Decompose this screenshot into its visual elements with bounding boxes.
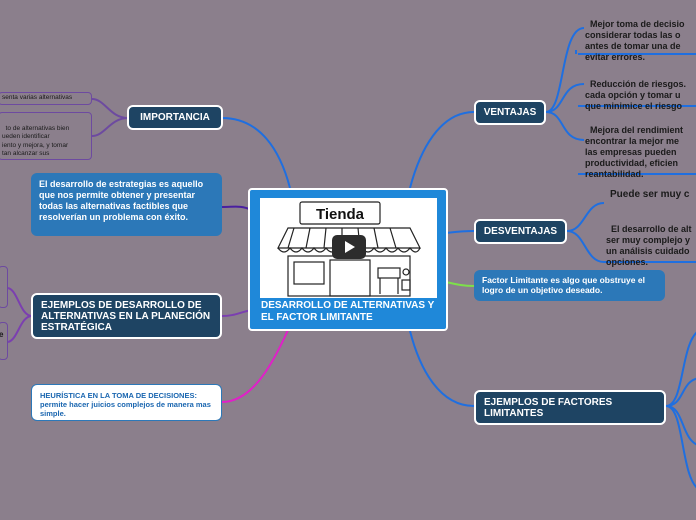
topic-ventajas-label: VENTAJAS [483,107,537,118]
topic-ventajas[interactable]: VENTAJAS [474,100,546,125]
importancia-child-1[interactable]: senta varias alternativas [0,92,92,105]
topic-ejemplos-desarrollo-label: EJEMPLOS DE DESARROLLO DE ALTERNATIVAS E… [41,299,211,333]
factor-limitante-text: Factor Limitante es algo que obstruye el… [482,275,645,295]
ejemplos-desarrollo-child-2[interactable]: e [0,322,8,360]
topic-importancia-label: IMPORTANCIA [140,112,210,123]
importancia-child-1-text: senta varias alternativas [2,94,73,101]
topic-ejemplos-factores[interactable]: EJEMPLOS DE FACTORES LIMITANTES [474,390,666,425]
desventaja-detail-text: El desarrollo de alt ser muy complejo y … [606,224,692,267]
ventaja-item-3-text: Mejora del rendimient encontrar la mejor… [585,125,684,179]
importancia-child-2-text: to de alternativas bien ueden identifica… [2,124,70,158]
play-icon[interactable] [332,235,366,259]
desventaja-detail[interactable]: El desarrollo de alt ser muy complejo y … [606,213,696,268]
topic-ejemplos-factores-label: EJEMPLOS DE FACTORES LIMITANTES [484,396,613,419]
ventaja-item-1[interactable]: Mejor toma de decisio considerar todas l… [585,8,696,63]
desventaja-heading[interactable]: Puede ser muy c [610,189,696,200]
ventaja-item-2-text: Reducción de riesgos. cada opción y toma… [585,79,687,111]
heuristica-node[interactable]: HEURÍSTICA EN LA TOMA DE DECISIONES: per… [31,384,222,421]
definition-node[interactable]: El desarrollo de estrategias es aquello … [31,173,222,236]
heuristica-text: HEURÍSTICA EN LA TOMA DE DECISIONES: per… [40,391,211,418]
ejemplos-desarrollo-child-2-text: e [0,330,3,339]
importancia-child-2[interactable]: to de alternativas bien ueden identifica… [0,112,92,160]
ejemplos-desarrollo-child-1[interactable] [0,266,8,308]
definition-text: El desarrollo de estrategias es aquello … [39,179,204,222]
topic-ejemplos-desarrollo[interactable]: EJEMPLOS DE DESARROLLO DE ALTERNATIVAS E… [31,293,222,339]
central-topic[interactable]: Tienda DESARROLLO DE ALTERNATIVAS Y EL F… [248,188,448,331]
topic-desventajas[interactable]: DESVENTAJAS [474,219,567,244]
store-sign-text: Tienda [316,206,365,223]
topic-desventajas-label: DESVENTAJAS [483,226,558,237]
ventaja-item-3[interactable]: Mejora del rendimient encontrar la mejor… [585,114,696,180]
ventaja-item-2[interactable]: Reducción de riesgos. cada opción y toma… [585,68,696,112]
topic-importancia[interactable]: IMPORTANCIA [127,105,223,130]
ventaja-item-1-text: Mejor toma de decisio considerar todas l… [585,19,685,62]
store-video-thumbnail[interactable]: Tienda [260,198,437,298]
factor-limitante-node[interactable]: Factor Limitante es algo que obstruye el… [474,270,665,301]
central-title: DESARROLLO DE ALTERNATIVAS Y EL FACTOR L… [261,300,435,323]
desventaja-heading-text: Puede ser muy c [610,189,690,200]
store-illustration: Tienda [277,201,421,297]
